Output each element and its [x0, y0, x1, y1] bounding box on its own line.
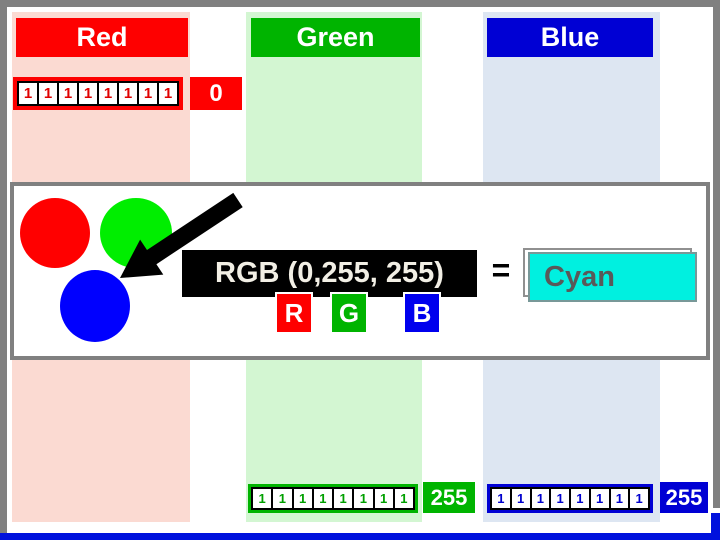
bit-cell: 1	[531, 489, 550, 508]
red-decimal-value: 0	[190, 77, 242, 110]
red-circle-icon	[20, 198, 90, 268]
green-column-header: Green	[251, 18, 420, 57]
slide-bottom-rule	[0, 533, 720, 540]
frame-right-edge	[713, 7, 720, 508]
bit-cell: 1	[59, 83, 77, 104]
bit-cell: 1	[571, 489, 589, 508]
channel-r-badge: R	[275, 292, 313, 334]
frame-left-edge	[0, 7, 7, 533]
result-color-box: Cyan	[528, 252, 697, 302]
bit-cell: 1	[119, 83, 137, 104]
bit-cell: 1	[39, 83, 57, 104]
bit-cell: 1	[394, 489, 413, 508]
blue-circle-icon	[60, 270, 130, 342]
blue-column-header: Blue	[487, 18, 653, 57]
bit-cell: 1	[610, 489, 629, 508]
bit-cell: 1	[551, 489, 569, 508]
bit-cell: 1	[79, 83, 97, 104]
bit-cell: 1	[334, 489, 353, 508]
bit-cell: 1	[374, 489, 393, 508]
bit-cell: 1	[630, 489, 648, 508]
bit-cell: 1	[99, 83, 117, 104]
frame-top-edge	[0, 0, 720, 7]
bit-cell: 1	[273, 489, 292, 508]
bit-cell: 1	[590, 489, 609, 508]
slide-bottom-rule-corner	[711, 513, 720, 535]
rgb-value-label: RGB (0,255, 255)	[182, 250, 477, 297]
channel-b-badge: B	[403, 292, 441, 334]
arrow-icon	[120, 192, 243, 278]
bit-cell: 1	[19, 83, 37, 104]
bit-cell: 1	[313, 489, 332, 508]
bit-cell: 1	[511, 489, 530, 508]
bit-cell: 1	[354, 489, 373, 508]
bit-cell: 1	[139, 83, 157, 104]
bit-cell: 1	[492, 489, 510, 508]
red-column-header: Red	[16, 18, 188, 57]
rgb-explanation-panel: RGB (0,255, 255) R G B = Cyan	[10, 182, 710, 360]
equals-sign: =	[491, 251, 511, 288]
blue-decimal-value: 255	[660, 482, 708, 513]
bit-cell: 1	[159, 83, 177, 104]
bit-cell: 1	[293, 489, 312, 508]
bit-cell: 1	[253, 489, 272, 508]
green-decimal-value: 255	[423, 482, 475, 513]
channel-g-badge: G	[330, 292, 368, 334]
